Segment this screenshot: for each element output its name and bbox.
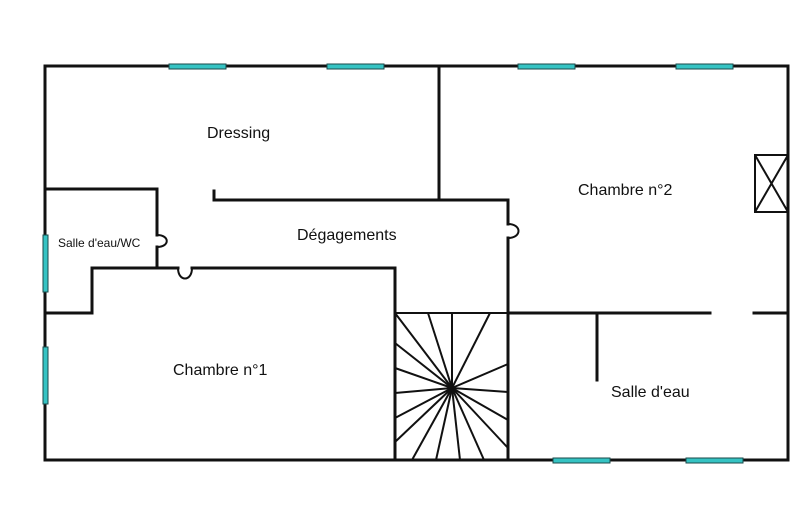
room-label-chambre2: Chambre n°2 xyxy=(578,182,673,199)
room-label-dressing: Dressing xyxy=(207,125,270,142)
window-left-2 xyxy=(42,346,49,405)
room-labels: Dressing Chambre n°2 Dégagements Salle d… xyxy=(58,125,690,401)
room-label-salle-eau: Salle d'eau xyxy=(611,384,690,401)
door-chambre1 xyxy=(177,267,193,280)
room-label-chambre1: Chambre n°1 xyxy=(173,362,268,379)
doors xyxy=(156,223,520,280)
window-bottom-2 xyxy=(685,457,744,464)
window-left-1 xyxy=(42,234,49,293)
room-label-degagements: Dégagements xyxy=(297,227,397,244)
window-top-2 xyxy=(326,63,385,70)
window-top-4 xyxy=(675,63,734,70)
window-top-3 xyxy=(517,63,576,70)
windows xyxy=(42,63,744,464)
door-chambre2 xyxy=(507,223,520,239)
duct-box xyxy=(754,154,789,213)
staircase xyxy=(394,312,509,461)
room-label-salle-wc: Salle d'eau/WC xyxy=(58,236,141,250)
door-wc xyxy=(156,234,168,248)
window-top-1 xyxy=(168,63,227,70)
window-bottom-1 xyxy=(552,457,611,464)
